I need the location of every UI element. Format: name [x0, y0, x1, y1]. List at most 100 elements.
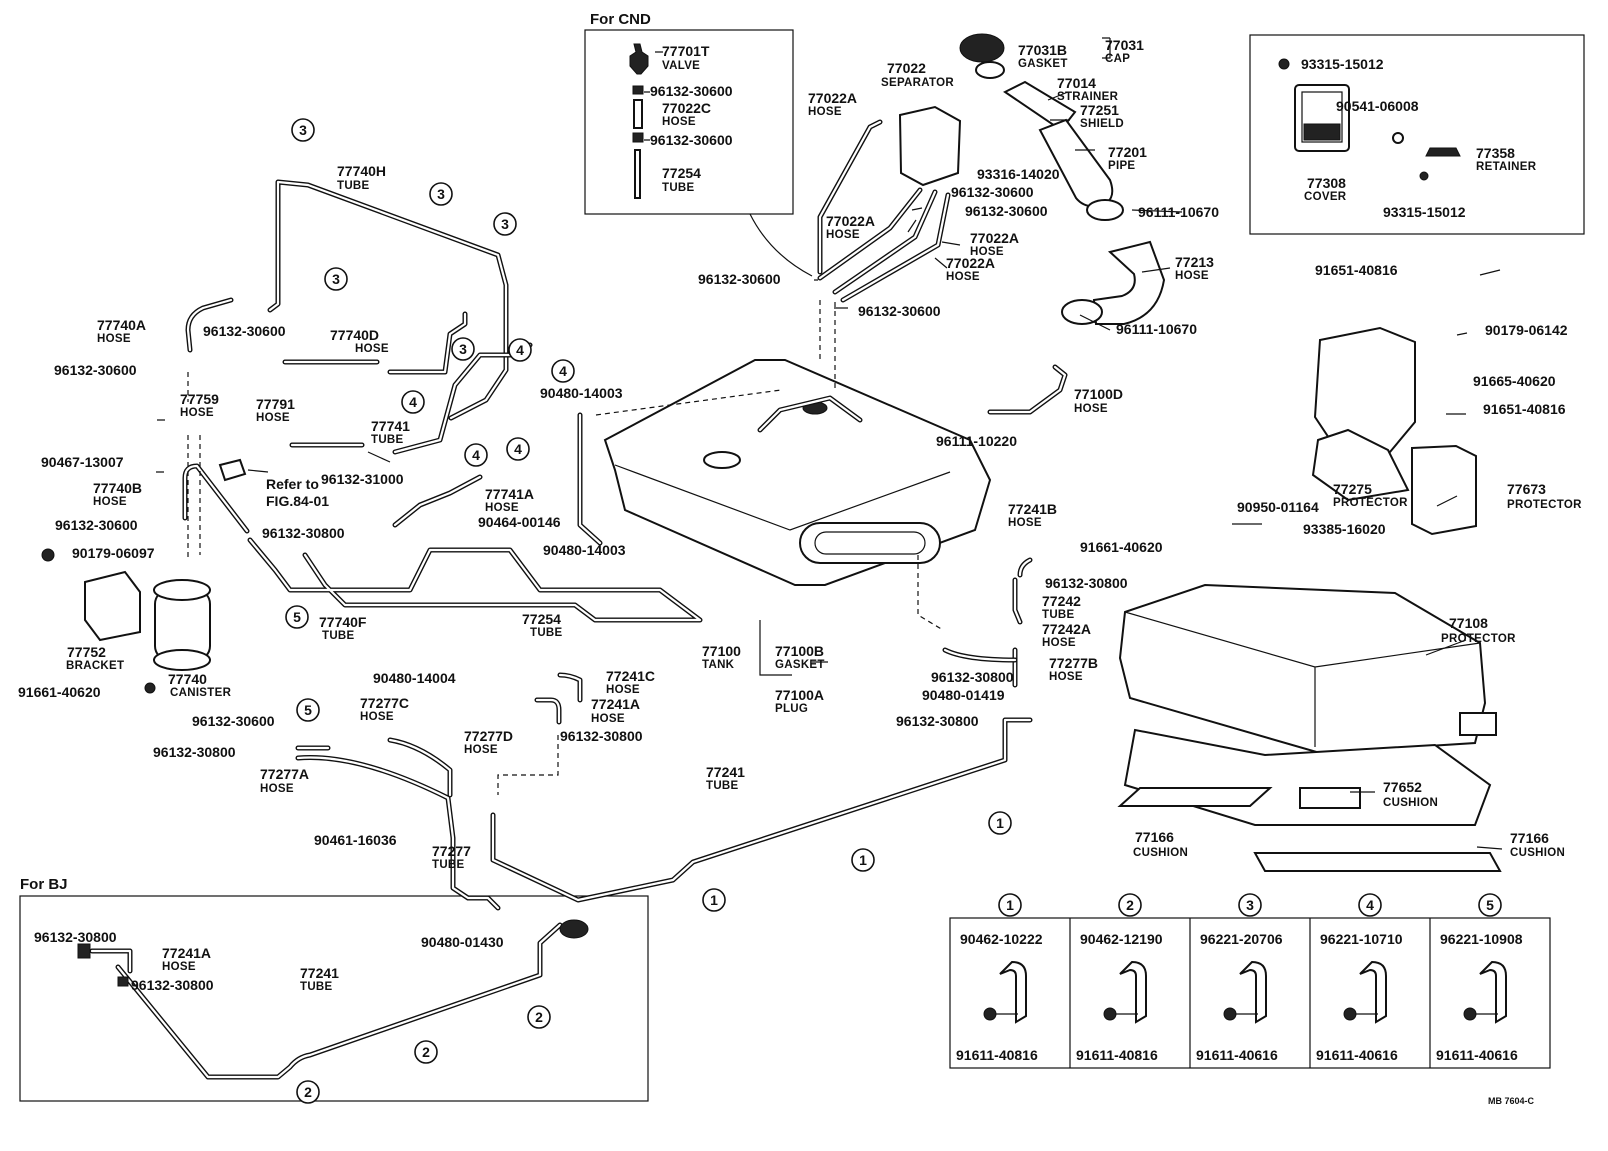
part-number: 90464-00146 [478, 514, 561, 530]
part-number: 77277B [1049, 655, 1098, 671]
cnd-item-name: HOSE [662, 116, 696, 128]
svg-text:3: 3 [299, 122, 307, 138]
separator [817, 105, 962, 303]
part-label: 96132-30800 [153, 744, 236, 760]
part-label: 93385-16020 [1303, 521, 1386, 537]
svg-text:4: 4 [409, 394, 417, 410]
refer-note: Refer to FIG.84-01 [218, 458, 329, 509]
part-name: TUBE [371, 434, 404, 446]
filler-pipe-icon [1038, 118, 1114, 208]
clamp-callout-circle: 4 [551, 359, 575, 383]
part-number: 90480-01419 [922, 687, 1005, 703]
part-name: PROTECTOR [1333, 497, 1408, 509]
callout-lines [156, 37, 1503, 850]
part-number: 77014 [1057, 75, 1096, 91]
refer-text: Refer to [266, 476, 319, 492]
part-number: 96111-10670 [1138, 204, 1219, 220]
cover-inset-box [1249, 34, 1585, 235]
part-number: 77741 [371, 418, 410, 434]
bolt-icon [983, 1007, 997, 1021]
part-name: CUSHION [1133, 847, 1188, 859]
part-number: 77031B [1018, 42, 1067, 58]
part-number: 96132-30600 [54, 362, 137, 378]
clamp-icon [1239, 960, 1267, 1024]
part-number: 77022A [970, 230, 1019, 246]
clamp-part-number: 96221-20706 [1200, 931, 1283, 947]
bj-part-name: TUBE [300, 981, 333, 993]
clamp-icon [632, 132, 644, 143]
clamp-icon [999, 960, 1027, 1024]
part-name: HOSE [1008, 517, 1042, 529]
part-number: 77740B [93, 480, 142, 496]
gasket-icon [975, 61, 1005, 79]
cnd-item-code: 96132-30600 [650, 83, 733, 99]
bj-part-number: 77241A [162, 945, 211, 961]
part-number: 77740A [97, 317, 146, 333]
footer-code: MB 7604-C [1488, 1096, 1535, 1106]
clamp-number: 2 [1126, 897, 1134, 913]
cnd-inset-box: For CND 77701T 96132-30600 77022C 96132-… [584, 11, 794, 215]
part-number: 77166 [1510, 830, 1549, 846]
cnd-title: For CND [590, 11, 651, 28]
part-label: 93315-15012 [1301, 56, 1384, 72]
part-number: 96132-30600 [192, 713, 275, 729]
part-name: CAP [1105, 53, 1130, 65]
clamp-callout-circle: 2 [296, 1080, 320, 1104]
clamp-callout-circle: 4 [464, 443, 488, 467]
clamp-callout-circle: 3 [324, 267, 348, 291]
part-label: 90467-13007 [41, 454, 124, 470]
clamp-callout-circle: 3 [493, 212, 517, 236]
part-name: HOSE [1042, 637, 1076, 649]
part-number: 96132-30600 [965, 203, 1048, 219]
bolt-icon [144, 682, 156, 694]
bolt-icon [1103, 1007, 1117, 1021]
clamp-number: 4 [1366, 897, 1374, 913]
part-label: 90480-14003 [540, 385, 623, 401]
part-name: HOSE [360, 711, 394, 723]
part-number: 93385-16020 [1303, 521, 1386, 537]
leader-lines [187, 300, 944, 795]
part-number: 96132-30600 [858, 303, 941, 319]
part-number: 96132-30800 [896, 713, 979, 729]
fuel-lines [295, 364, 1068, 911]
part-number: 77241 [706, 764, 745, 780]
part-number: 90179-06097 [72, 545, 155, 561]
bolt-part-number: 91611-40816 [956, 1047, 1038, 1063]
part-label: 96132-30600 [55, 517, 138, 533]
part-number: 77740 [168, 671, 207, 687]
part-name: HOSE [485, 502, 519, 514]
bolt-icon [1343, 1007, 1357, 1021]
part-name: COVER [1304, 191, 1347, 203]
part-label: 96132-30600 [951, 184, 1034, 200]
part-name: HOSE [180, 407, 214, 419]
part-number: 77791 [256, 396, 295, 412]
part-name: HOSE [464, 744, 498, 756]
part-name: BRACKET [66, 660, 124, 672]
part-label: 91661-40620 [1080, 539, 1163, 555]
part-name: TUBE [337, 180, 370, 192]
bj-inset-box: For BJ [19, 876, 649, 1102]
part-number: 96132-30800 [262, 525, 345, 541]
part-number: 77308 [1307, 175, 1346, 191]
svg-text:1: 1 [996, 815, 1004, 831]
part-label: 96132-30600 [54, 362, 137, 378]
part-name: HOSE [1175, 270, 1209, 282]
